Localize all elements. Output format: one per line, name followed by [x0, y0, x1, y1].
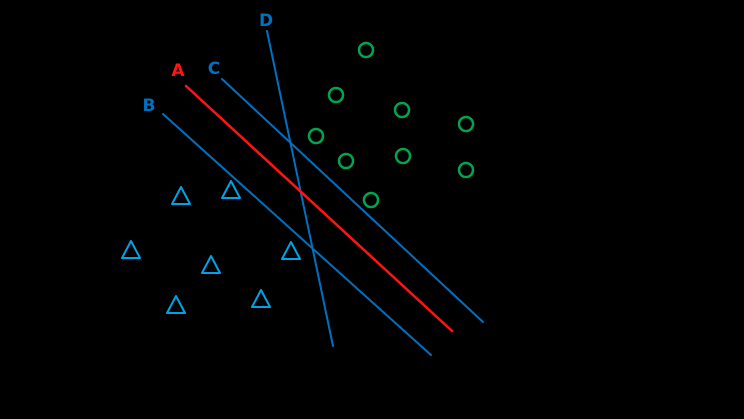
triangle-point [281, 241, 301, 260]
circle-point [307, 127, 325, 145]
separator-lines-layer [162, 30, 484, 356]
data-points-layer [121, 41, 475, 314]
circle-point [327, 86, 345, 104]
line-label-A: A [171, 61, 185, 81]
circle-point [457, 115, 475, 133]
circle-point [337, 152, 355, 170]
triangle-point [166, 295, 186, 314]
circle-point [362, 191, 380, 209]
triangle-point [251, 289, 271, 308]
line-label-C: C [208, 59, 220, 79]
circle-point [457, 161, 475, 179]
separator-line-D [266, 30, 334, 347]
separator-line-C [221, 78, 484, 323]
triangle-point [121, 240, 141, 259]
circle-point [394, 147, 412, 165]
triangle-point [221, 180, 241, 199]
circle-point [393, 101, 411, 119]
line-label-B: B [143, 96, 156, 116]
triangle-point [201, 255, 221, 274]
line-labels-layer: D A C B [143, 11, 274, 116]
circle-point [357, 41, 375, 59]
separator-line-A [184, 84, 454, 333]
separator-line-B [162, 113, 432, 356]
triangle-point [171, 186, 191, 205]
line-label-D: D [259, 11, 273, 31]
